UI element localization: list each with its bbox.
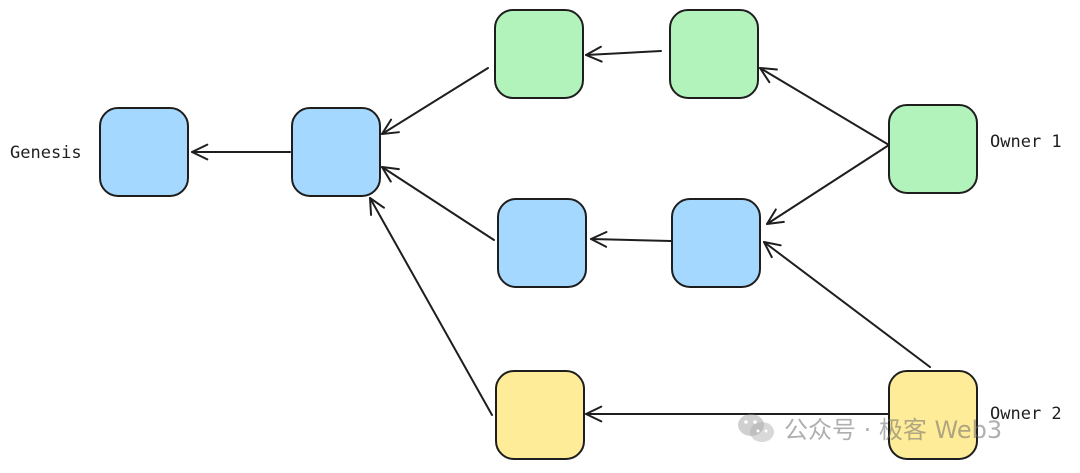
- arrowhead: [759, 67, 778, 84]
- edge-owner2-to-yellow-1: [585, 405, 890, 423]
- edge-green-2-to-green-1: [585, 45, 662, 63]
- node-blue-3: [671, 198, 761, 288]
- node-blue-2: [497, 198, 587, 288]
- arrowhead: [369, 197, 385, 216]
- arrowhead: [585, 405, 603, 423]
- edge-green-1-to-blue-1: [381, 67, 489, 135]
- edge-owner2-to-blue-3: [763, 241, 931, 368]
- genesis-label: Genesis: [10, 143, 82, 163]
- arrowhead: [766, 208, 785, 225]
- edge-owner1-to-green-2: [759, 67, 890, 146]
- arrowhead: [381, 166, 400, 183]
- node-genesis: [99, 107, 189, 197]
- node-yellow-1: [495, 370, 585, 460]
- arrowhead: [590, 230, 608, 248]
- edge-blue-3-to-blue-2: [590, 230, 672, 248]
- nodes-layer: [99, 9, 978, 460]
- node-owner1: [888, 104, 978, 194]
- arrowhead: [381, 118, 400, 135]
- node-blue-1: [291, 107, 381, 197]
- node-green-2: [669, 9, 759, 99]
- arrowhead: [191, 143, 209, 161]
- owner-2-label: Owner 2: [990, 404, 1062, 424]
- arrowhead: [585, 45, 603, 63]
- edge-owner1-to-blue-3: [766, 144, 890, 225]
- edge-blue-2-to-blue-1: [381, 166, 495, 241]
- owner-1-label: Owner 1: [990, 132, 1062, 152]
- watermark-text: 公众号 · 极客 Web3: [784, 416, 1003, 444]
- edge-yellow-1-to-blue-1: [369, 197, 493, 416]
- node-owner2: [888, 370, 978, 460]
- edges-layer: [191, 45, 931, 423]
- edge-blue-1-to-genesis: [191, 143, 291, 161]
- arrowhead: [763, 241, 782, 259]
- wechat-icon: [738, 413, 774, 442]
- watermark: 公众号 · 极客 Web3: [736, 410, 1002, 445]
- node-green-1: [494, 9, 584, 99]
